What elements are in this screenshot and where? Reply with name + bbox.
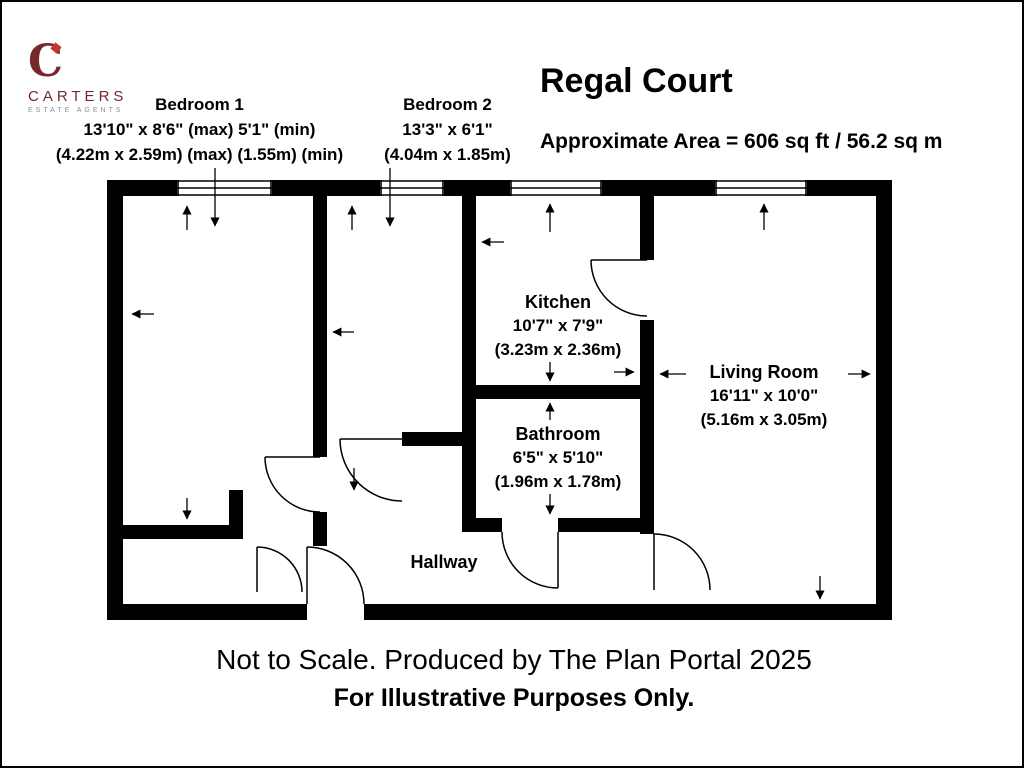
bedroom2-door-icon (339, 438, 403, 502)
bedroom2-dims-metric: (4.04m x 1.85m) (384, 145, 511, 164)
bedroom2-label-block: Bedroom 2 13'3" x 6'1" (4.04m x 1.85m) (365, 92, 530, 167)
bedroom2-dims-imperial: 13'3" x 6'1" (402, 120, 493, 139)
living-room-dims-metric: (5.16m x 3.05m) (700, 410, 828, 429)
logo-name: CARTERS (28, 88, 128, 105)
bathroom-dims-imperial: 6'5" x 5'10" (512, 448, 604, 467)
logo-tagline: ESTATE AGENTS (28, 107, 124, 114)
bathroom-door-icon (501, 531, 559, 589)
living-room-label-block: Living Room 16'11" x 10'0" (5.16m x 3.05… (674, 360, 854, 432)
bedroom2-name: Bedroom 2 (403, 95, 492, 114)
bedroom1-label-block: Bedroom 1 13'10" x 8'6" (max) 5'1" (min)… (17, 92, 382, 167)
bathroom-name: Bathroom (515, 424, 601, 444)
kitchen-name: Kitchen (524, 292, 591, 312)
hallway-name: Hallway (410, 552, 478, 572)
walls (107, 180, 892, 620)
window-symbols (177, 180, 807, 196)
dimension-arrows (131, 168, 871, 600)
living-room-dims-imperial: 16'11" x 10'0" (709, 386, 819, 405)
page-title: Regal Court (540, 62, 733, 100)
bathroom-label-block: Bathroom 6'5" x 5'10" (1.96m x 1.78m) (468, 422, 648, 494)
window-living-room-icon (715, 180, 807, 196)
kitchen-door-icon (590, 259, 648, 317)
bathroom-dims-metric: (1.96m x 1.78m) (494, 472, 622, 491)
closet-door-icon (256, 546, 303, 593)
carters-logo-icon: C (28, 40, 148, 86)
living-room-door-icon (653, 533, 711, 591)
living-room-name: Living Room (709, 362, 819, 382)
entry-door-gap (307, 604, 364, 620)
footer-disclaimer: Not to Scale. Produced by The Plan Porta… (216, 644, 812, 675)
window-kitchen-icon (510, 180, 602, 196)
window-bedroom2-icon (380, 180, 444, 196)
logo: C CARTERS ESTATE AGENTS (28, 40, 148, 115)
door-arcs (256, 259, 711, 605)
kitchen-dims-imperial: 10'7" x 7'9" (512, 316, 604, 335)
hallway-label-block: Hallway (394, 550, 494, 574)
entry-door-icon (306, 546, 365, 605)
bedroom1-door-icon (264, 456, 321, 513)
bedroom1-name: Bedroom 1 (155, 95, 244, 114)
kitchen-dims-metric: (3.23m x 2.36m) (494, 340, 622, 359)
bedroom1-dims-metric: (4.22m x 2.59m) (max) (1.55m) (min) (55, 145, 344, 164)
kitchen-label-block: Kitchen 10'7" x 7'9" (3.23m x 2.36m) (468, 290, 648, 362)
bedroom1-dims-imperial: 13'10" x 8'6" (max) 5'1" (min) (83, 120, 316, 139)
window-bedroom1-icon (177, 180, 272, 196)
approximate-area: Approximate Area = 606 sq ft / 56.2 sq m (540, 130, 943, 153)
footer-illustrative: For Illustrative Purposes Only. (333, 684, 695, 712)
